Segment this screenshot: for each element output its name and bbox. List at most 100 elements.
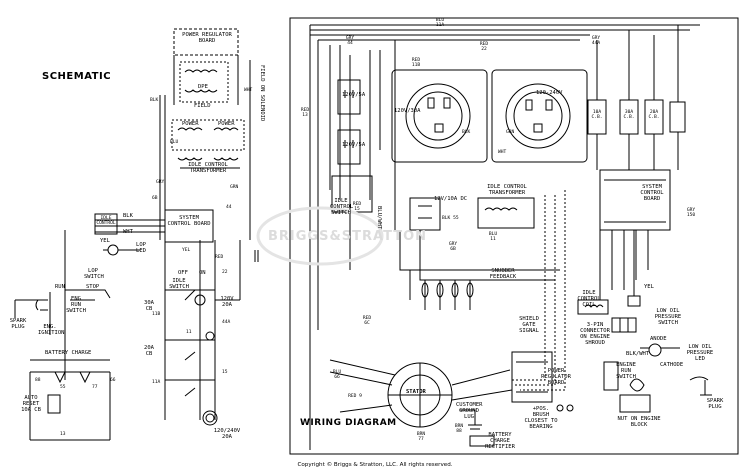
schematic-blk-label: BLK: [123, 213, 133, 219]
wiring-wire-label: BLU 11: [488, 232, 498, 242]
wiring-wire-label: GRY 44: [345, 36, 355, 46]
schematic-stop-label: STOP: [86, 284, 100, 290]
low-oil-pressure-led-label: LOW OIL PRESSURE LED: [686, 344, 714, 362]
receptacle-120v-30a-label: 120V/30A: [394, 108, 421, 114]
cb-10a-label: 10A C.B.: [591, 110, 603, 120]
wiring-wire-label: WHT: [498, 150, 507, 155]
schematic-wire-label: 44A: [222, 320, 231, 325]
schematic-outlet-120-240v-label: 120/240V 20A: [213, 428, 241, 440]
wiring-wire-label: BLU 11A: [435, 18, 445, 28]
wiring-yel-label: YEL: [644, 284, 654, 290]
positive-brush-label: +POS. BRUSH CLOSEST TO BEARING: [524, 406, 558, 430]
schematic-idle-control-transformer-label: IDLE CONTROL TRANSFORMER: [188, 162, 228, 174]
copyright-notice: Copyright © Briggs & Stratton, LLC. All …: [297, 462, 453, 468]
schematic-wire-label: 11B: [152, 312, 161, 317]
idle-control-coil-label: IDLE CONTROL COIL: [577, 290, 601, 308]
wiring-wire-label: RED 13: [300, 108, 310, 118]
wiring-system-control-board-label: SYSTEM CONTROL BOARD: [640, 184, 664, 202]
schematic-idle-switch-label: IDLE SWITCH: [169, 278, 189, 290]
schematic-power-right-label: POWER: [218, 121, 235, 127]
schematic-power-regulator-board-label: POWER REGULATOR BOARD: [182, 32, 232, 44]
wiring-power-regulator-board-label: POWER REGULATOR BOARD: [541, 368, 571, 386]
wiring-wire-label: RED 9: [348, 394, 362, 399]
wiring-diagram-title: WIRING DIAGRAM: [300, 418, 397, 428]
battery-charge-rectifier-label: BATTERY CHARGE RECTIFIER: [485, 432, 515, 450]
low-oil-pressure-switch-label: LOW OIL PRESSURE SWITCH: [654, 308, 682, 326]
wiring-wire-label: BLU 66: [332, 370, 342, 380]
engine-run-switch-label: ENGINE RUN SWITCH: [616, 362, 636, 380]
schematic-wire-label: 13: [60, 432, 66, 437]
schematic-cb-20a-label: 20A CB: [144, 345, 154, 357]
idle-control-switch-label: IDLE CONTROL SWITCH: [330, 198, 354, 216]
schematic-eng-run-switch-label: ENG RUN SWITCH: [66, 296, 86, 314]
schematic-wire-label: BLK: [150, 98, 159, 103]
cb-30a-label: 30A C.B.: [623, 110, 635, 120]
schematic-eng-ignition-label: ENG. IGNITION: [38, 324, 65, 336]
schematic-on-label: ON: [199, 270, 206, 276]
schematic-wire-label: RED: [215, 255, 224, 260]
schematic-off-label: OFF: [178, 270, 188, 276]
wiring-wire-label: RED 11B: [411, 58, 421, 68]
schematic-wire-label: 15: [222, 370, 228, 375]
wiring-idle-control-transformer-label: IDLE CONTROL TRANSFORMER: [487, 184, 527, 196]
nut-on-engine-block-label: NUT ON ENGINE BLOCK: [617, 416, 661, 428]
schematic-run-label: RUN: [55, 284, 65, 290]
schematic-low-oil-led-label: LOP LED: [136, 242, 146, 254]
schematic-wire-label: 11A: [152, 380, 161, 385]
schematic-outlet-120v-20a-label: 120V 20A: [220, 296, 234, 308]
briggs-stratton-watermark: BRIGGS&STRATTON: [268, 229, 428, 244]
schematic-spark-plug-label: SPARK PLUG: [9, 318, 27, 330]
schematic-vertical-note: FIELD ON SOLENOID: [259, 65, 265, 122]
shield-gate-signal-label: SHIELD GATE SIGNAL: [519, 316, 539, 334]
schematic-wire-label: GRN: [230, 185, 239, 190]
schematic-wire-label: 77: [92, 385, 98, 390]
wiring-wire-label: RED 6C: [362, 316, 372, 326]
wiring-wire-label: GRY 6B: [448, 242, 458, 252]
schematic-wire-label: 44: [226, 205, 232, 210]
wiring-wire-label: BLU/WHT: [376, 206, 382, 230]
receptacle-120v-5a-top-label: 120V/5A: [342, 92, 366, 98]
wiring-wire-label: BRN 88: [454, 424, 464, 434]
schematic-idle-control-label: IDLE CONTROL: [96, 216, 116, 226]
stator-label: STATOR: [406, 389, 426, 395]
schematic-wire-label: GRY: [156, 180, 165, 185]
schematic-auto-reset-cb-label: AUTO RESET 10A CB: [21, 395, 41, 413]
schematic-battery-charge-label: BATTERY CHARGE: [45, 350, 92, 356]
schematic-wire-label: 22: [222, 270, 228, 275]
blk-wht-label: BLK/WHT: [626, 351, 650, 357]
schematic-field-label: FIELD: [194, 103, 211, 109]
schematic-wire-label: 6B: [152, 196, 158, 201]
schematic-wire-label: 66: [110, 378, 116, 383]
receptacle-120v-5a-bottom-label: 120V/5A: [342, 142, 366, 148]
schematic-cb-30a-label: 30A CB: [144, 300, 154, 312]
dc-12v-10a-label: 12V/10A DC: [434, 196, 468, 202]
wiring-wire-label: RED 22: [479, 42, 489, 52]
schematic-wht-label: WHT: [123, 229, 133, 235]
schematic-wire-label: BLU: [170, 140, 179, 145]
customer-ground-lug-label: CUSTOMER GROUND LUG: [456, 402, 483, 420]
cb-20a-label: 20A C.B.: [648, 110, 660, 120]
wiring-wire-label: BLK: [462, 130, 471, 135]
schematic-wire-label: 11: [186, 330, 192, 335]
schematic-yel-label: YEL: [100, 238, 110, 244]
receptacle-120-240v-label: 120-240V: [536, 90, 563, 96]
schematic-system-control-board-label: SYSTEM CONTROL BOARD: [167, 215, 211, 227]
schematic-power-left-label: POWER: [182, 121, 199, 127]
schematic-title: SCHEMATIC: [42, 71, 112, 82]
wiring-wire-label: GRN: [506, 130, 515, 135]
snubber-feedback-label: SNUBBER FEEDBACK: [489, 268, 517, 280]
schematic-dpe-label: DPE: [198, 84, 208, 90]
schematic-wire-label: 88: [35, 378, 41, 383]
wiring-wire-label: BLK 55: [442, 216, 459, 221]
wiring-wire-label: RED 15: [352, 202, 362, 212]
three-pin-connector-label: 3-PIN CONNECTOR ON ENGINE SHROUD: [580, 322, 610, 346]
wiring-wire-label: GRY 150: [686, 208, 696, 218]
anode-label: ANODE: [650, 336, 667, 342]
wiring-spark-plug-label: SPARK PLUG: [706, 398, 724, 410]
schematic-wire-label: YEL: [182, 248, 191, 253]
schematic-wire-label: WHT: [244, 88, 253, 93]
wiring-wire-label: BRN 77: [416, 432, 426, 442]
cathode-label: CATHODE: [660, 362, 684, 368]
schematic-wire-label: 55: [60, 385, 66, 390]
